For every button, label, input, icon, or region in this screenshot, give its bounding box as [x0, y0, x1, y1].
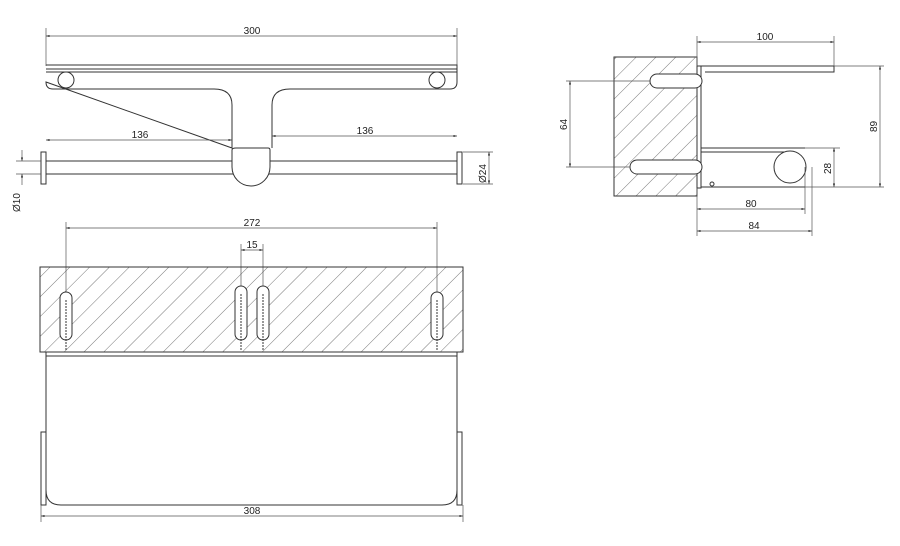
end-cap-left [40, 151, 47, 185]
wall-section [39, 266, 464, 353]
dimension-label-100: 100 [757, 32, 774, 43]
rod-section [773, 150, 807, 184]
dimension-label-80: 80 [745, 199, 757, 210]
dimension-label-272: 272 [244, 218, 261, 229]
end-cap-right [456, 151, 463, 185]
dimension-label-15: 15 [246, 240, 258, 251]
side-view: 100 64 89 28 80 84 [559, 32, 884, 236]
dimension-label-28: 28 [823, 162, 834, 174]
dimension-label-136-right: 136 [357, 126, 374, 137]
dimension-label-64: 64 [559, 118, 570, 130]
dimension-label-diameter-10: Ø10 [12, 193, 23, 212]
top-view: 300 136 136 Ø10 Ø24 [12, 26, 493, 212]
front-view: 272 15 308 [39, 218, 464, 522]
wall-anchors [59, 285, 444, 350]
dimension-label-308: 308 [244, 506, 261, 517]
anchor-bottom [629, 159, 703, 175]
screw-cover-left [57, 71, 75, 89]
dimension-label-diameter-24: Ø24 [478, 164, 489, 183]
dimension-label-89: 89 [869, 120, 880, 132]
wall-plate-outline [45, 64, 458, 149]
holder-front-outline [45, 351, 458, 506]
dimension-label-136-left: 136 [132, 130, 149, 141]
dimension-label-300: 300 [244, 26, 261, 37]
center-hub [231, 147, 271, 187]
dimension-label-84: 84 [748, 221, 760, 232]
bracket-plate [696, 65, 702, 189]
anchor-top [649, 73, 703, 89]
screw-cover-right [428, 71, 446, 89]
